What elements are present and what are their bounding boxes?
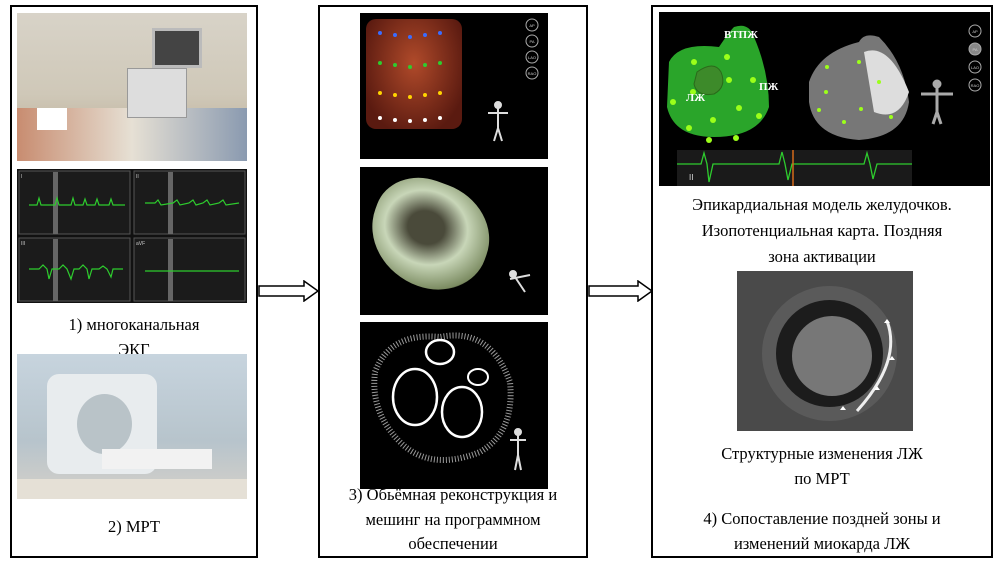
caption-line: Изопотенциальная карта. Поздняя [701,221,943,240]
caption-line: 3) Обьёмная реконструкция и [348,485,558,504]
caption-line: зона активации [768,247,876,266]
svg-text:LAO: LAO [528,55,536,60]
map-caption: Эпикардиальная модель желудочков. Изопот… [653,192,991,270]
caption-line: Эпикардиальная модель желудочков. [692,195,952,214]
svg-text:II: II [136,174,139,180]
mri-caption: Структурные изменения ЛЖ по МРТ [653,442,991,491]
human-figure-icon [921,79,953,125]
step4-caption: 4) Сопоставление поздней зоны и изменени… [653,507,991,556]
svg-text:aVF: aVF [136,241,145,247]
svg-text:II: II [689,173,693,182]
caption-line: Структурные изменения ЛЖ [721,444,923,463]
label-rvot: ВТПЖ [724,29,758,41]
heart-volume-render [360,167,548,315]
svg-text:PA: PA [529,39,534,44]
panel-comparison: AP PA LAO RAO II ВТПЖ ПЖ ЛЖ Эпикардиальная… [651,5,993,558]
human-figure-icon [509,270,531,293]
step3-caption: 3) Обьёмная реконструкция и мешинг на пр… [320,483,586,557]
heart-mesh [360,322,548,489]
caption-line: 1) многоканальная [68,315,200,334]
caption-line: по МРТ [794,468,850,488]
cardiac-mri-image [737,271,913,431]
torso-electrode-model: AP PA LAO RAO [360,13,548,159]
human-figure-icon [488,101,508,142]
arrow-icon [588,280,654,302]
caption-line: 4) Сопоставление поздней зоны и [703,509,941,528]
svg-text:AP: AP [972,29,978,34]
step2-caption: 2) МРТ [108,517,160,536]
caption-line: мешинг на программном [365,509,541,529]
svg-text:LAO: LAO [971,65,979,70]
caption-line: изменений миокарда ЛЖ [733,533,911,553]
caption-line: ЭКГ [118,339,150,359]
arrow-icon [258,280,320,302]
svg-text:AP: AP [529,23,535,28]
human-figure-icon [510,428,526,471]
svg-text:PA: PA [972,47,977,52]
svg-text:III: III [21,241,25,247]
panel-reconstruction: AP PA LAO RAO 3) Обьёмная реконструкция и … [318,5,588,558]
mri-scanner-photo [17,354,247,499]
isopotential-map: AP PA LAO RAO II ВТПЖ ПЖ ЛЖ [659,12,990,186]
label-rv: ПЖ [759,81,779,93]
caption-line: обеспечении [408,534,498,553]
svg-text:RAO: RAO [971,83,980,88]
ecg-setup-photo [17,13,247,161]
svg-text:I: I [21,174,22,180]
svg-text:RAO: RAO [528,71,537,76]
label-lv: ЛЖ [686,92,706,104]
step1-caption: 1) многоканальная ЭКГ [12,313,256,362]
